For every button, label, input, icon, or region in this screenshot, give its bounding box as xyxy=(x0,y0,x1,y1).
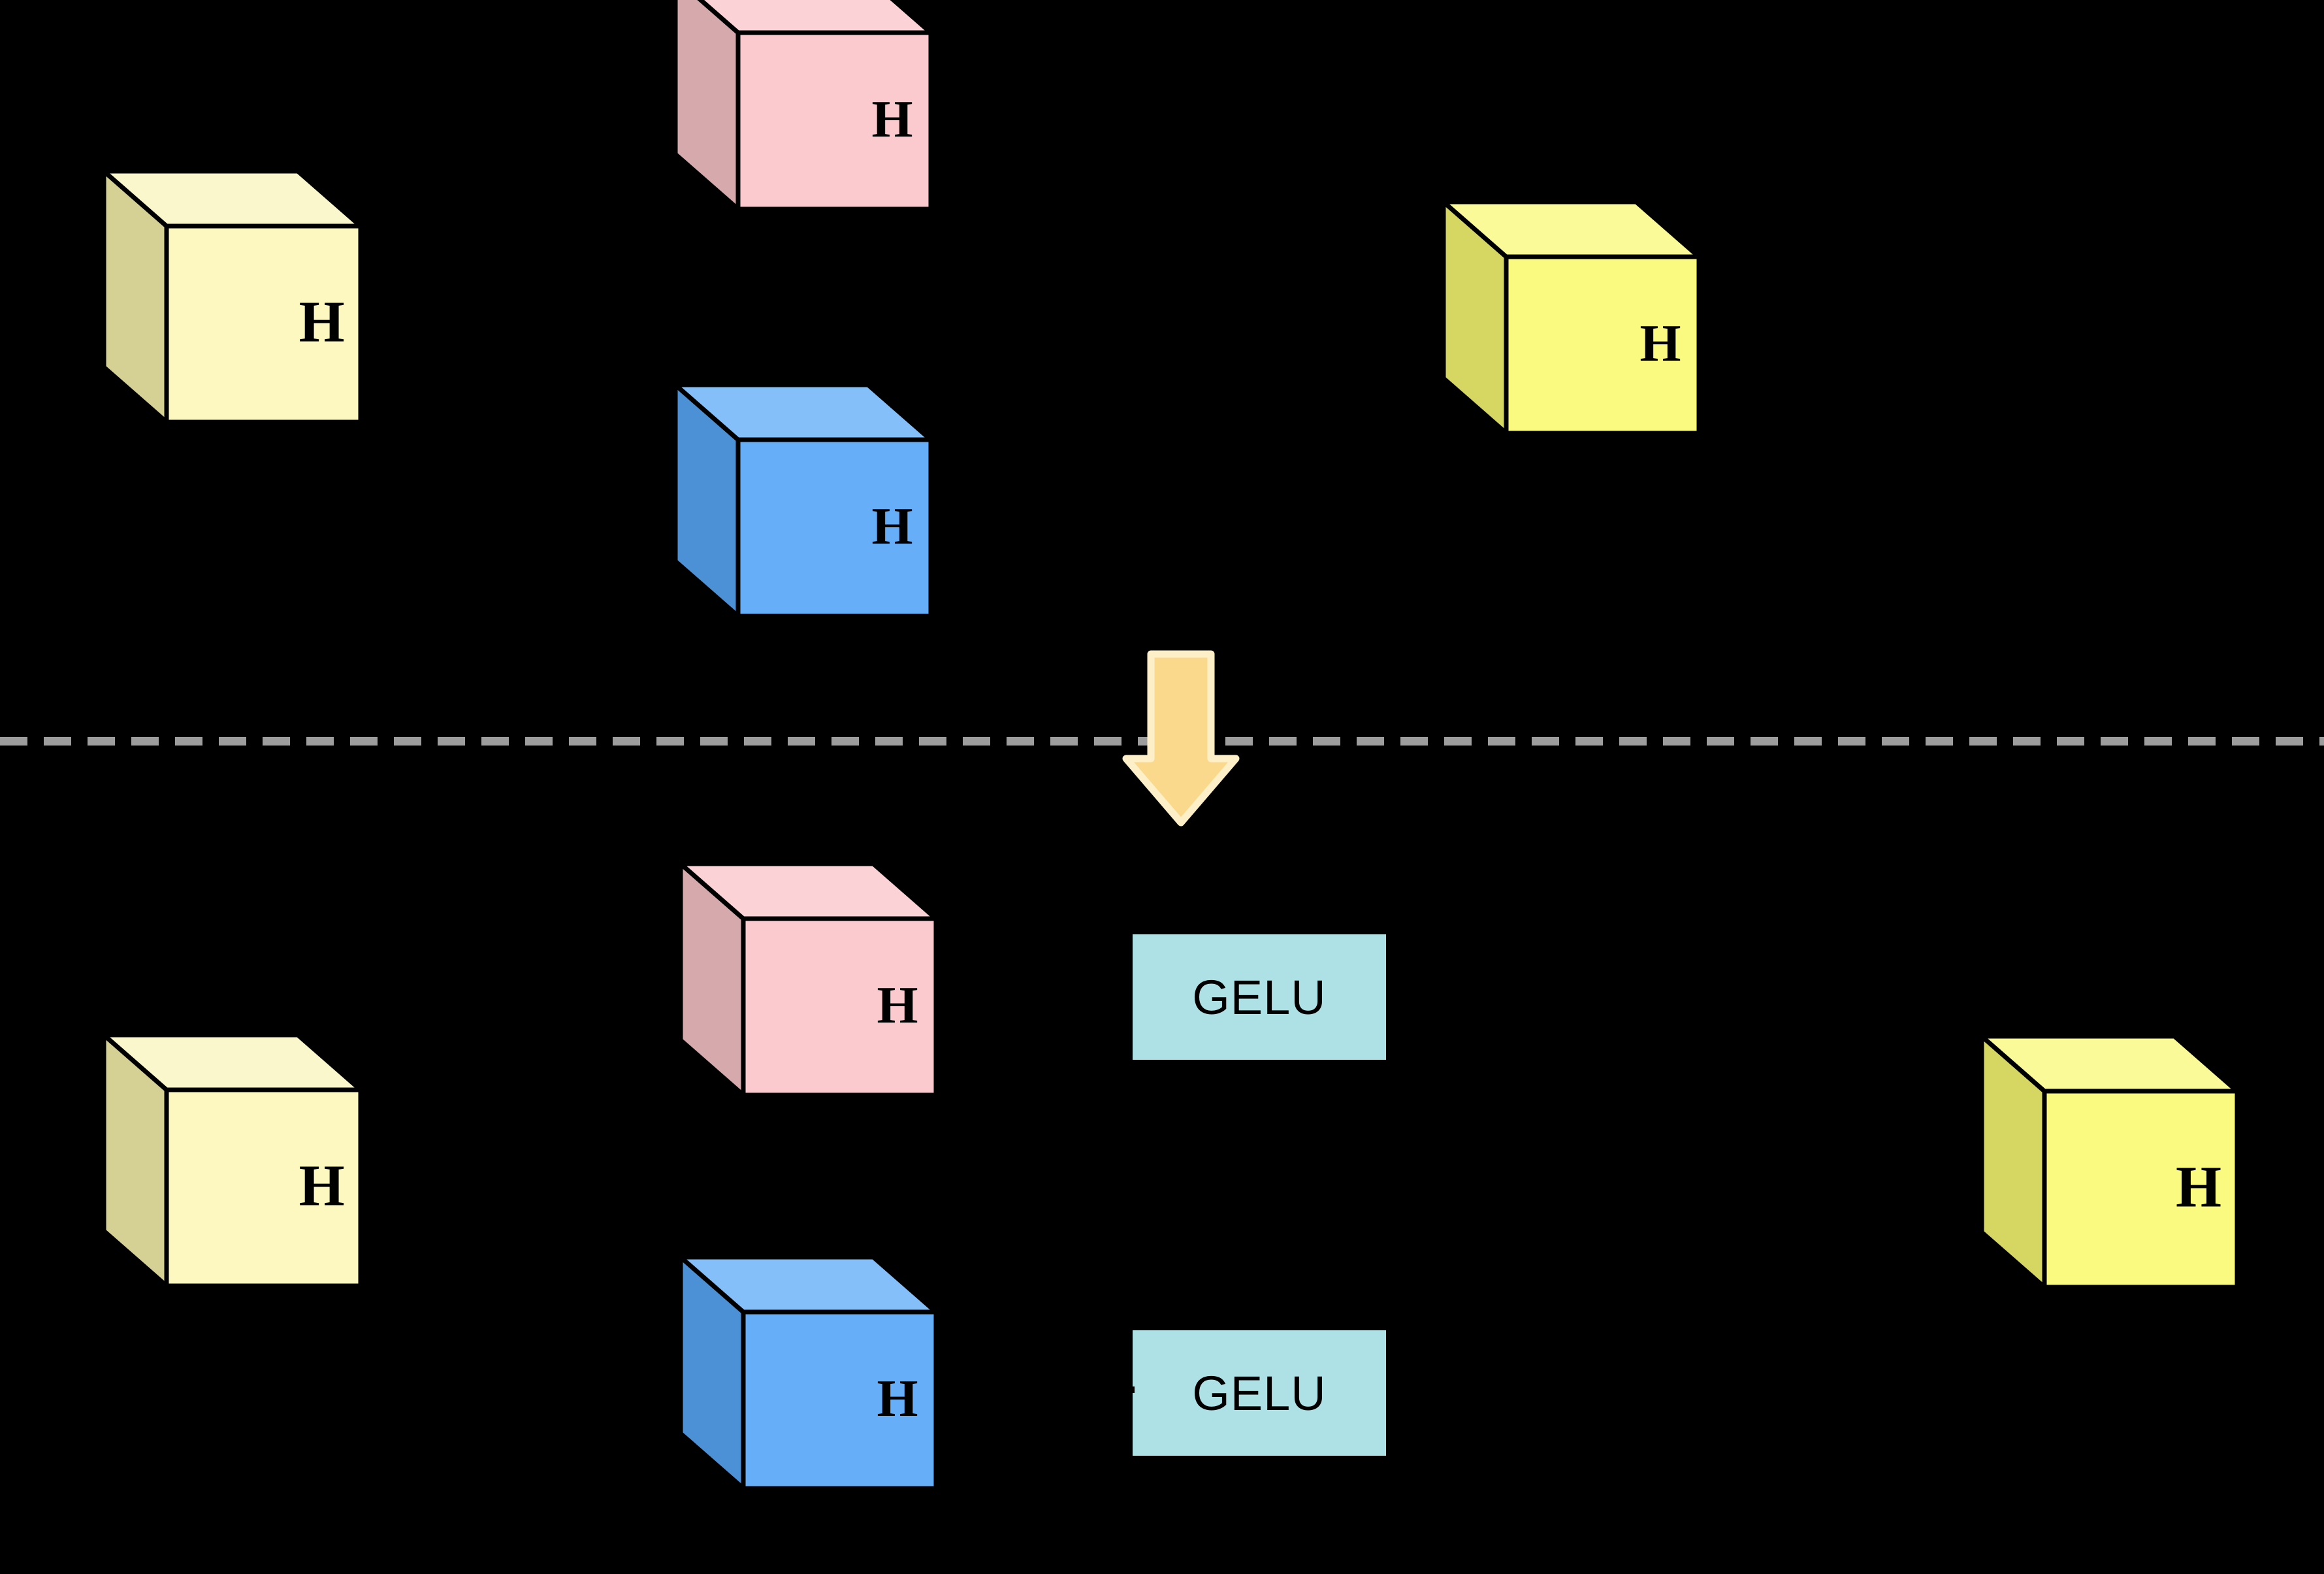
upper-cream-cube-label: H xyxy=(299,290,345,355)
lower-yellow-cube-front-face xyxy=(2042,1089,2240,1290)
upper-yellow-cube: H xyxy=(1437,197,1705,438)
down-arrow-icon xyxy=(1122,650,1240,827)
upper-yellow-cube-front-face xyxy=(1504,254,1702,436)
lower-cream-cube: H xyxy=(97,1030,367,1291)
upper-blue-cube-label: H xyxy=(871,497,912,555)
upper-pink-cube: H xyxy=(673,0,937,214)
lower-pink-cube-label: H xyxy=(877,976,918,1034)
upper-pink-cube-front-face xyxy=(735,30,933,212)
lower-pink-cube-front-face xyxy=(741,916,939,1098)
lower-blue-cube-front-face xyxy=(741,1309,939,1491)
upper-cream-cube-front-face xyxy=(164,223,363,425)
upper-blue-cube-front-face xyxy=(735,437,933,619)
lower-cream-cube-front-face xyxy=(164,1087,363,1288)
gelu-box-bottom: GELU xyxy=(1133,1330,1386,1456)
clip-mark-bottom-left xyxy=(1128,1386,1135,1393)
gelu-box-top: GELU xyxy=(1133,934,1386,1060)
lower-yellow-cube: H xyxy=(1975,1031,2244,1292)
lower-yellow-cube-label: H xyxy=(2176,1155,2221,1220)
upper-pink-cube-label: H xyxy=(871,90,912,148)
clip-mark-top-right xyxy=(1386,989,1393,1006)
lower-pink-cube: H xyxy=(674,859,943,1100)
lower-cream-cube-label: H xyxy=(299,1154,345,1219)
upper-yellow-cube-label: H xyxy=(1639,314,1681,372)
upper-cream-cube: H xyxy=(97,166,367,427)
lower-blue-cube-label: H xyxy=(877,1369,918,1428)
lower-blue-cube: H xyxy=(674,1252,943,1494)
upper-blue-cube: H xyxy=(669,380,937,621)
clip-mark-bottom-right xyxy=(1386,1380,1393,1398)
upper-pink-cube-side-face xyxy=(673,0,741,214)
